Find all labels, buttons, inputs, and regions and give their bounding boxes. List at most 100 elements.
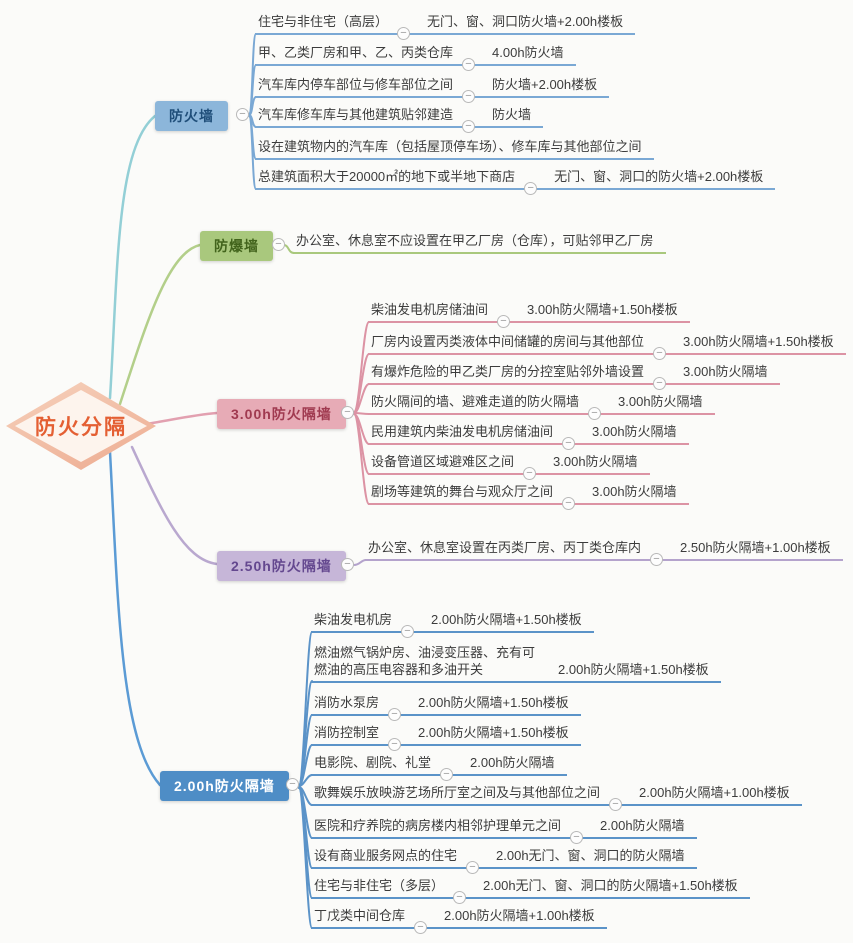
topic-text[interactable]: 防火隔间的墙、避难走道的防火隔墙 <box>371 394 580 409</box>
connector-line <box>283 244 295 254</box>
topic-text[interactable]: 燃油燃气锅炉房、油浸变压器、充有可 燃油的高压电容器和多油开关 <box>314 644 535 678</box>
collapse-icon[interactable]: − <box>653 347 667 360</box>
detail-text[interactable]: 2.00h防火隔墙+1.00h楼板 <box>639 785 790 800</box>
topic-text[interactable]: 甲、乙类厂房和甲、乙、丙类仓库 <box>258 45 454 60</box>
detail-text[interactable]: 2.00h防火隔墙+1.50h楼板 <box>418 695 569 710</box>
root-label: 防火分隔 <box>35 416 127 439</box>
connector-line <box>353 353 370 413</box>
collapse-icon[interactable]: − <box>462 90 476 103</box>
topic-text[interactable]: 总建筑面积大于20000㎡的地下或半地下商店 <box>258 169 516 184</box>
topic-row: 柴油发电机房 − 2.00h防火隔墙+1.50h楼板 <box>311 611 594 638</box>
topic-text[interactable]: 剧场等建筑的舞台与观众厅之间 <box>371 484 554 499</box>
detail-text[interactable]: 2.00h无门、窗、洞口的防火隔墙+1.50h楼板 <box>483 878 738 893</box>
collapse-icon[interactable]: − <box>397 27 411 40</box>
detail-text[interactable]: 3.00h防火隔墙 <box>592 484 677 499</box>
topic-text[interactable]: 有爆炸危险的甲乙类厂房的分控室贴邻外墙设置 <box>371 364 645 379</box>
topic-row: 医院和疗养院的病房楼内相邻护理单元之间 − 2.00h防火隔墙 <box>311 817 697 844</box>
detail-text[interactable]: 2.00h防火隔墙 <box>470 755 555 770</box>
collapse-icon[interactable]: − <box>497 315 511 328</box>
collapse-icon[interactable]: − <box>388 708 402 721</box>
collapse-icon[interactable]: − <box>466 861 480 874</box>
branch-box-3h-partition[interactable]: 3.00h防火隔墙 <box>217 399 346 429</box>
collapse-icon[interactable]: − <box>341 558 354 571</box>
detail-text[interactable]: 2.00h防火隔墙+1.50h楼板 <box>418 725 569 740</box>
topic-row: 防火隔间的墙、避难走道的防火隔墙 − 3.00h防火隔墙 <box>368 393 715 420</box>
topic-text[interactable]: 歌舞娱乐放映游艺场所厅室之间及与其他部位之间 <box>314 785 601 800</box>
branch-box-blast-wall[interactable]: 防爆墙 <box>200 231 273 261</box>
branch-box-2h-partition[interactable]: 2.00h防火隔墙 <box>160 771 289 801</box>
topic-text[interactable]: 汽车库内停车部位与修车部位之间 <box>258 77 454 92</box>
topic-row: 汽车库修车库与其他建筑贴邻建造 − 防火墙 <box>255 106 544 133</box>
collapse-icon[interactable]: − <box>414 921 428 934</box>
detail-text[interactable]: 2.00h防火隔墙 <box>600 818 685 833</box>
detail-text[interactable]: 防火墙 <box>492 107 532 122</box>
detail-text[interactable]: 3.00h防火隔墙 <box>553 454 638 469</box>
topic-text[interactable]: 住宅与非住宅（多层） <box>314 878 445 893</box>
detail-text[interactable]: 2.50h防火隔墙+1.00h楼板 <box>680 540 831 555</box>
detail-text[interactable]: 无门、窗、洞口的防火墙+2.00h楼板 <box>554 169 764 184</box>
topic-text[interactable]: 民用建筑内柴油发电机房储油间 <box>371 424 554 439</box>
topic-text[interactable]: 医院和疗养院的病房楼内相邻护理单元之间 <box>314 818 562 833</box>
topic-text[interactable]: 厂房内设置丙类液体中间储罐的房间与其他部位 <box>371 334 645 349</box>
topic-text[interactable]: 柴油发电机房 <box>314 612 393 627</box>
topic-row: 消防水泵房 − 2.00h防火隔墙+1.50h楼板 <box>311 694 581 721</box>
detail-text[interactable]: 2.00h防火隔墙+1.50h楼板 <box>431 612 582 627</box>
topic-text[interactable]: 设有商业服务网点的住宅 <box>314 848 458 863</box>
detail-text[interactable]: 2.00h防火隔墙+1.50h楼板 <box>558 662 709 677</box>
root-node[interactable]: 防火分隔 <box>6 382 156 470</box>
detail-text[interactable]: 3.00h防火隔墙 <box>618 394 703 409</box>
connector-line <box>144 411 219 426</box>
topic-text[interactable]: 设备管道区域避难区之间 <box>371 454 515 469</box>
collapse-icon[interactable]: − <box>286 778 299 791</box>
collapse-icon[interactable]: − <box>462 58 476 71</box>
detail-text[interactable]: 3.00h防火隔墙+1.50h楼板 <box>527 302 678 317</box>
collapse-icon[interactable]: − <box>588 407 602 420</box>
detail-text[interactable]: 2.00h无门、窗、洞口的防火隔墙 <box>496 848 685 863</box>
detail-text[interactable]: 无门、窗、洞口防火墙+2.00h楼板 <box>427 14 624 29</box>
topic-text[interactable]: 住宅与非住宅（高层） <box>258 14 389 29</box>
collapse-icon[interactable]: − <box>272 238 285 251</box>
topic-text[interactable]: 丁戊类中间仓库 <box>314 908 406 923</box>
branch-box-firewall[interactable]: 防火墙 <box>155 101 228 131</box>
topic-text[interactable]: 消防水泵房 <box>314 695 380 710</box>
collapse-icon[interactable]: − <box>236 108 249 121</box>
detail-text[interactable]: 防火墙+2.00h楼板 <box>492 77 598 92</box>
topic-text[interactable]: 电影院、剧院、礼堂 <box>314 755 432 770</box>
connector-line <box>298 774 313 787</box>
topic-row: 设在建筑物内的汽车库（包括屋顶停车场）、修车库与其他部位之间 <box>255 138 654 160</box>
branch-box-2-5h-partition[interactable]: 2.50h防火隔墙 <box>217 551 346 581</box>
collapse-icon[interactable]: − <box>388 738 402 751</box>
topic-row: 办公室、休息室设置在丙类厂房、丙丁类仓库内 − 2.50h防火隔墙+1.00h楼… <box>365 539 843 566</box>
topic-text[interactable]: 汽车库修车库与其他建筑贴邻建造 <box>258 107 454 122</box>
collapse-icon[interactable]: − <box>523 467 537 480</box>
collapse-icon[interactable]: − <box>562 437 576 450</box>
topic-text[interactable]: 办公室、休息室不应设置在甲乙厂房（仓库），可贴邻甲乙厂房 <box>296 233 654 248</box>
connector-line <box>108 450 162 787</box>
collapse-icon[interactable]: − <box>570 831 584 844</box>
topic-text[interactable]: 办公室、休息室设置在丙类厂房、丙丁类仓库内 <box>368 540 642 555</box>
collapse-icon[interactable]: − <box>341 406 354 419</box>
collapse-icon[interactable]: − <box>401 625 415 638</box>
collapse-icon[interactable]: − <box>653 377 667 390</box>
topic-text[interactable]: 设在建筑物内的汽车库（包括屋顶停车场）、修车库与其他部位之间 <box>258 139 642 154</box>
collapse-icon[interactable]: − <box>453 891 467 904</box>
collapse-icon[interactable]: − <box>462 120 476 133</box>
detail-text[interactable]: 2.00h防火隔墙+1.00h楼板 <box>444 908 595 923</box>
collapse-icon[interactable]: − <box>440 768 454 781</box>
detail-text[interactable]: 3.00h防火隔墙 <box>683 364 768 379</box>
topic-row: 办公室、休息室不应设置在甲乙厂房（仓库），可贴邻甲乙厂房 <box>293 232 666 254</box>
topic-row: 歌舞娱乐放映游艺场所厅室之间及与其他部位之间 − 2.00h防火隔墙+1.00h… <box>311 784 802 811</box>
detail-text[interactable]: 3.00h防火隔墙+1.50h楼板 <box>683 334 834 349</box>
topic-text[interactable]: 柴油发电机房储油间 <box>371 302 489 317</box>
collapse-icon[interactable]: − <box>650 553 664 566</box>
collapse-icon[interactable]: − <box>562 497 576 510</box>
topic-row: 民用建筑内柴油发电机房储油间 − 3.00h防火隔墙 <box>368 423 689 450</box>
topic-text[interactable]: 消防控制室 <box>314 725 380 740</box>
detail-text[interactable]: 3.00h防火隔墙 <box>592 424 677 439</box>
collapse-icon[interactable]: − <box>609 798 623 811</box>
topic-row: 消防控制室 − 2.00h防火隔墙+1.50h楼板 <box>311 724 581 751</box>
detail-text[interactable]: 4.00h防火墙 <box>492 45 564 60</box>
collapse-icon[interactable]: − <box>524 182 538 195</box>
connector-line <box>130 445 219 566</box>
